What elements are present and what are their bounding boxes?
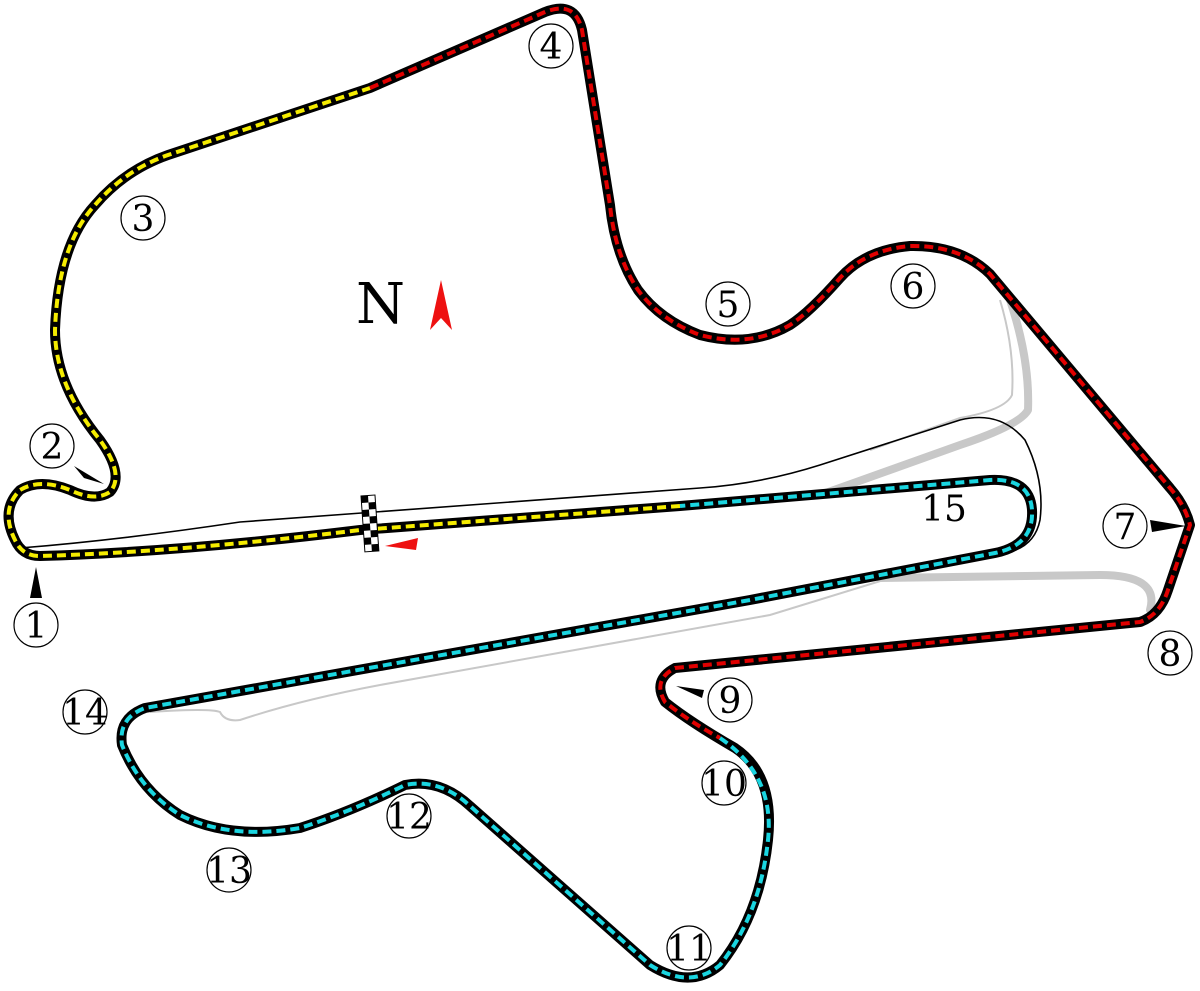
svg-text:12: 12 — [386, 797, 432, 838]
corner-9-pointer-icon — [676, 686, 704, 698]
race-direction-arrow — [385, 538, 418, 550]
svg-text:7: 7 — [1114, 507, 1137, 548]
corner-2-pointer-icon — [74, 466, 104, 484]
corner-marker-9: 9 — [707, 677, 753, 723]
corner-marker-2: 2 — [29, 423, 75, 469]
sector-2-dash — [369, 6, 1192, 740]
corner-marker-11: 11 — [666, 925, 712, 971]
svg-text:15: 15 — [921, 489, 967, 530]
corner-marker-14: 14 — [62, 689, 108, 735]
start-finish-flag — [360, 494, 380, 553]
svg-text:6: 6 — [902, 267, 925, 308]
corner-marker-8: 8 — [1147, 630, 1193, 676]
corner-marker-13: 13 — [206, 847, 252, 893]
svg-text:14: 14 — [62, 693, 108, 734]
corner-marker-7: 7 — [1102, 503, 1148, 549]
corner-marker-12: 12 — [386, 793, 432, 839]
grey-service-road-upper — [869, 299, 1014, 451]
corner-marker-1: 1 — [13, 602, 59, 648]
corner-7-pointer-icon — [1150, 520, 1186, 532]
corner-marker-10: 10 — [701, 760, 747, 806]
svg-text:2: 2 — [41, 427, 64, 468]
svg-text:5: 5 — [717, 285, 740, 326]
svg-text:11: 11 — [666, 929, 712, 970]
corner-1-pointer-icon — [30, 567, 42, 598]
corner-marker-5: 5 — [705, 281, 751, 327]
corner-marker-4: 4 — [528, 23, 574, 69]
track-outline — [3, 3, 1195, 983]
svg-text:1: 1 — [25, 606, 48, 647]
svg-text:13: 13 — [206, 851, 252, 892]
svg-text:9: 9 — [719, 681, 742, 722]
north-label: N — [356, 272, 405, 337]
alternate-layout-north-link — [816, 296, 1033, 499]
svg-text:10: 10 — [701, 764, 747, 805]
svg-text:4: 4 — [540, 27, 563, 68]
alternate-layout-south-link — [876, 571, 1156, 614]
sector-1-dash — [6, 86, 681, 558]
corner-marker-3: 3 — [120, 195, 166, 241]
corner-marker-6: 6 — [890, 263, 936, 309]
sector-3-dash — [119, 477, 1035, 980]
svg-text:8: 8 — [1159, 634, 1182, 675]
corner-marker-15: 15 — [921, 489, 967, 530]
north-arrow-icon — [430, 280, 452, 330]
svg-text:3: 3 — [132, 199, 155, 240]
pit-lane — [19, 416, 1042, 553]
grey-service-road-lower — [149, 574, 901, 722]
